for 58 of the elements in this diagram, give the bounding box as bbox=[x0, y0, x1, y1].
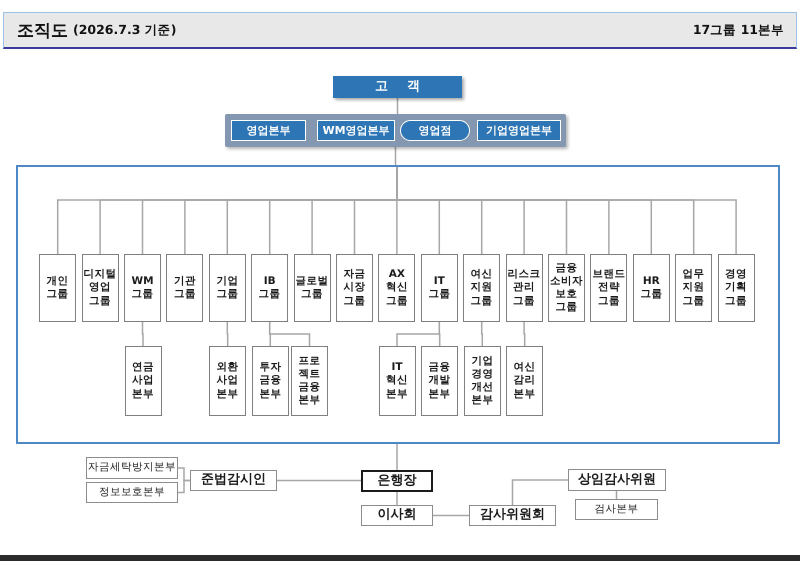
office-box: 상임감사위원 bbox=[568, 469, 666, 491]
connector-line bbox=[480, 322, 484, 346]
group-box: 자금 시장 그룹 bbox=[336, 254, 373, 322]
group-box: IT 혁신 본부 bbox=[378, 346, 416, 416]
frame-panel bbox=[16, 165, 780, 444]
group-box: 리스크 관리 그룹 bbox=[506, 254, 543, 322]
group-box: 금융 개발 본부 bbox=[421, 346, 458, 416]
connector-line bbox=[268, 322, 310, 346]
connector-line bbox=[394, 147, 396, 165]
group-box: 개인 그룹 bbox=[39, 254, 76, 322]
group-box: 투자 금융 본부 bbox=[252, 346, 289, 416]
group-box: 업무 지원 그룹 bbox=[675, 254, 712, 322]
unit-box: 영업본부 bbox=[231, 120, 306, 141]
connector-line bbox=[396, 444, 398, 470]
connector-line bbox=[396, 98, 398, 114]
group-box: 브랜드 전략 그룹 bbox=[590, 254, 628, 322]
count-label: 17그룹 11본부 bbox=[692, 22, 784, 38]
connector-line bbox=[523, 322, 526, 346]
group-box: 여신 감리 본부 bbox=[506, 346, 544, 416]
group-box: HR 그룹 bbox=[632, 254, 670, 322]
connector-line bbox=[277, 480, 361, 482]
connector-line bbox=[438, 322, 440, 346]
unit-box: 기업영업본부 bbox=[477, 120, 561, 141]
group-box: AX 혁신 그룹 bbox=[378, 254, 416, 322]
connector-line bbox=[226, 322, 228, 346]
connector-line bbox=[616, 491, 618, 499]
group-box: 디지털 영업 그룹 bbox=[82, 254, 119, 322]
group-box: IT 그룹 bbox=[420, 254, 458, 322]
group-box: 글로벌 그룹 bbox=[294, 254, 331, 322]
unit-box: WM영업본부 bbox=[317, 120, 395, 141]
office-box: 이사회 bbox=[361, 505, 433, 526]
date-note: (2026.7.3 기준) bbox=[73, 22, 176, 38]
root-box: 고 객 bbox=[333, 76, 462, 98]
group-box: 기업 그룹 bbox=[208, 254, 246, 322]
office-box: 자금세탁방지본부 bbox=[86, 457, 178, 479]
group-box: 기관 그룹 bbox=[166, 254, 204, 322]
group-box: 연금 사업 본부 bbox=[124, 346, 162, 416]
office-box: 검사본부 bbox=[575, 499, 658, 520]
connector-line bbox=[396, 492, 398, 505]
group-box: 여신 지원 그룹 bbox=[463, 254, 500, 322]
unit-pill: 영업점 bbox=[400, 120, 470, 141]
connector-line bbox=[142, 322, 144, 346]
group-box: 프로젝트 금융 본부 bbox=[291, 346, 328, 416]
office-box: 감사위원회 bbox=[469, 505, 556, 526]
group-box: 기업 경영 개선 본부 bbox=[464, 346, 501, 416]
office-box: 준법감시인 bbox=[190, 470, 277, 491]
group-box: WM 그룹 bbox=[124, 254, 161, 322]
group-box: 금융 소비자 보호 그룹 bbox=[548, 254, 585, 322]
title: 조직도 bbox=[17, 20, 68, 42]
connector-line bbox=[433, 514, 469, 516]
office-box: 은행장 bbox=[361, 470, 433, 492]
group-box: 외환 사업 본부 bbox=[209, 346, 246, 416]
office-box: 정보보호본부 bbox=[86, 482, 178, 503]
group-box: IB 그룹 bbox=[251, 254, 288, 322]
group-box: 경영 기획 그룹 bbox=[718, 254, 755, 322]
band-panel bbox=[225, 114, 566, 147]
connector-line bbox=[178, 480, 190, 494]
connector-line bbox=[512, 479, 568, 505]
